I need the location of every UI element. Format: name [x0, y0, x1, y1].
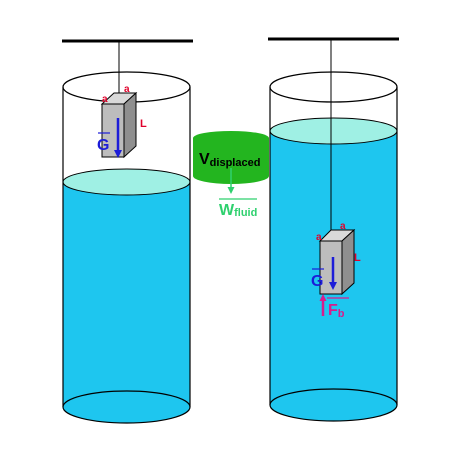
right-block: [318, 228, 356, 296]
right-bottom-rim: [269, 388, 398, 422]
right-edge-L: L: [354, 252, 361, 264]
right-weight-arrow: [329, 257, 337, 290]
left-bottom-rim: [62, 390, 191, 424]
right-edge-a-2: a: [340, 221, 346, 232]
left-weight-arrow: [114, 118, 122, 158]
left-edge-a-2: a: [124, 84, 130, 95]
left-block: [100, 91, 138, 159]
buoyancy-arrow: [319, 294, 327, 316]
left-water-body: [63, 182, 190, 423]
right-top-rim: [269, 71, 398, 103]
fluid-weight-label: Wfluid: [219, 202, 257, 219]
right-water-surface: [269, 117, 398, 145]
left-edge-a-1: a: [102, 94, 108, 105]
left-edge-L: L: [140, 118, 147, 130]
right-edge-a-1: a: [316, 232, 322, 243]
left-weight-label: G: [97, 137, 109, 154]
left-water-surface: [62, 168, 191, 196]
buoyancy-label: Fb: [328, 302, 345, 320]
fluid-weight-arrow: [227, 168, 235, 194]
left-cylinder: [62, 71, 191, 424]
displaced-volume-label: Vdisplaced: [199, 151, 260, 169]
right-weight-label: G: [311, 273, 323, 290]
